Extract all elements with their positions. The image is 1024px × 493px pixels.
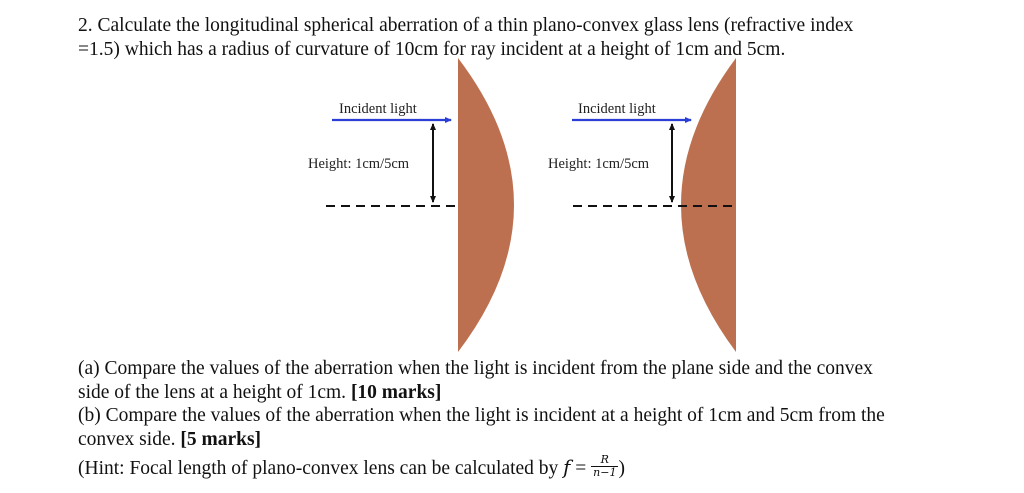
- part-b-marks: [5 marks]: [180, 428, 262, 450]
- formula-f: f: [563, 456, 571, 479]
- part-a-marks: [10 marks]: [350, 381, 442, 403]
- hint-close: ): [618, 458, 625, 479]
- part-b-line-2: convex side. [5 marks]: [78, 428, 885, 452]
- right-height-label: Height: 1cm/5cm: [548, 156, 650, 172]
- part-a-line-2: side of the lens at a height of 1cm. [10…: [78, 381, 873, 405]
- question-text: 2. Calculate the longitudinal spherical …: [78, 14, 853, 61]
- part-a-text: side of the lens at a height of 1cm.: [78, 381, 351, 403]
- left-lens-shape: [458, 58, 514, 352]
- formula-equals: =: [570, 458, 592, 479]
- part-b-text: convex side.: [78, 428, 181, 450]
- question-line-2: =1.5) which has a radius of curvature of…: [78, 38, 786, 60]
- left-lens-diagram: Incident light Height: 1cm/5cm: [308, 58, 514, 352]
- right-incident-label: Incident light: [578, 101, 656, 117]
- right-lens-diagram: Incident light Height: 1cm/5cm: [548, 58, 738, 352]
- formula-numerator: R: [591, 454, 619, 468]
- hint-text: (Hint: Focal length of plano-convex lens…: [78, 458, 564, 479]
- part-b: (b) Compare the values of the aberration…: [78, 404, 885, 451]
- formula-denominator: n−1: [593, 466, 617, 480]
- hint: (Hint: Focal length of plano-convex lens…: [78, 454, 625, 482]
- left-height-label: Height: 1cm/5cm: [308, 156, 410, 172]
- part-a-line-1: (a) Compare the values of the aberration…: [78, 358, 873, 379]
- part-b-line-1: (b) Compare the values of the aberration…: [78, 405, 885, 426]
- left-incident-label: Incident light: [339, 101, 417, 117]
- part-a: (a) Compare the values of the aberration…: [78, 357, 873, 404]
- question-line-1: 2. Calculate the longitudinal spherical …: [78, 15, 854, 36]
